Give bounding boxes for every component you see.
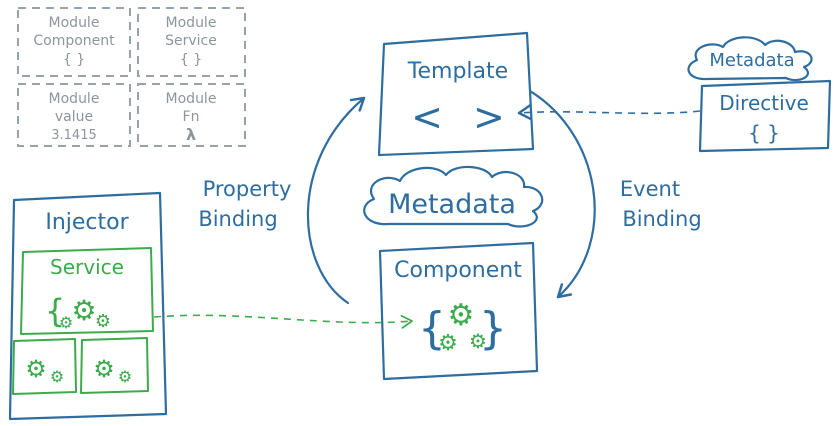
module-fn-lambda: λ xyxy=(186,125,196,144)
directive-border xyxy=(698,79,832,153)
metadata-cloud-center: Metadata xyxy=(363,165,544,228)
property-binding-arrow xyxy=(306,96,366,305)
module-component-line3: { } xyxy=(63,52,85,68)
metadata-cloud-center-shape xyxy=(363,165,544,228)
metadata-cloud-right: Metadata xyxy=(687,36,813,82)
component-gear-icon: ⚙ xyxy=(448,298,475,333)
injector-to-component-arrow xyxy=(153,314,413,329)
provider-gear-icon: ⚙ xyxy=(50,367,64,386)
service-gear-icon: ⚙ xyxy=(59,313,73,332)
module-value-line3: 3.1415 xyxy=(51,128,97,143)
service-open-brace: { xyxy=(45,292,65,330)
template-title: Template xyxy=(407,59,508,84)
event-binding-label-line2: Binding xyxy=(622,207,701,231)
module-component-border xyxy=(17,7,131,77)
module-service-line3: { } xyxy=(180,52,202,68)
service-border xyxy=(20,247,154,335)
provider-gear-icon: ⚙ xyxy=(25,355,47,383)
provider-gear-icon: ⚙ xyxy=(118,367,132,386)
component-box: Component { } ⚙ ⚙ ⚙ xyxy=(378,241,539,381)
module-service-border xyxy=(137,7,246,77)
module-service-box: Module Service { } xyxy=(137,7,246,77)
template-box: Template < > xyxy=(377,31,535,157)
directive-braces: { } xyxy=(748,121,780,145)
component-title: Component xyxy=(394,258,522,283)
provider-box-2 xyxy=(80,337,149,394)
template-angle-brackets: < > xyxy=(411,95,505,139)
directive-box: Directive { } xyxy=(698,79,832,153)
module-service-line2: Service xyxy=(165,33,217,49)
component-close-brace: } xyxy=(479,303,507,354)
property-binding-label-line1: Property xyxy=(203,177,292,201)
template-border xyxy=(377,31,535,157)
module-component-line1: Module xyxy=(49,15,100,31)
module-value-line1: Module xyxy=(49,91,100,107)
metadata-cloud-center-label: Metadata xyxy=(388,189,516,220)
module-fn-line1: Module xyxy=(166,91,217,107)
injector-title: Injector xyxy=(45,210,129,235)
component-gear-icon: ⚙ xyxy=(438,331,458,356)
provider-gear-icon: ⚙ xyxy=(93,355,115,383)
module-value-border xyxy=(17,83,131,147)
component-border xyxy=(378,241,539,381)
module-value-line2: value xyxy=(55,109,93,125)
provider-box-1 xyxy=(12,338,77,395)
event-binding-label-line1: Event xyxy=(620,177,680,201)
module-fn-box: Module Fn λ xyxy=(137,83,246,147)
metadata-cloud-right-shape xyxy=(687,36,813,82)
event-binding-arrow xyxy=(521,85,596,299)
module-value-box: Module value 3.1415 xyxy=(17,83,131,147)
module-component-line2: Component xyxy=(33,33,115,49)
metadata-cloud-right-label: Metadata xyxy=(709,50,794,71)
component-gear-icon: ⚙ xyxy=(469,329,487,353)
service-gear-icon: ⚙ xyxy=(95,311,111,332)
module-fn-line2: Fn xyxy=(183,109,200,125)
directive-title: Directive xyxy=(719,91,809,115)
property-binding-label-line2: Binding xyxy=(198,207,277,231)
module-component-box: Module Component { } xyxy=(17,7,131,77)
service-title: Service xyxy=(50,255,124,279)
injector-box: Injector Service { ⚙ ⚙ ⚙ ⚙ ⚙ ⚙ ⚙ xyxy=(8,191,168,421)
directive-to-template-arrow xyxy=(517,104,701,121)
component-open-brace: { xyxy=(418,303,446,354)
service-gear-icon: ⚙ xyxy=(71,294,96,327)
module-service-line1: Module xyxy=(166,15,217,31)
